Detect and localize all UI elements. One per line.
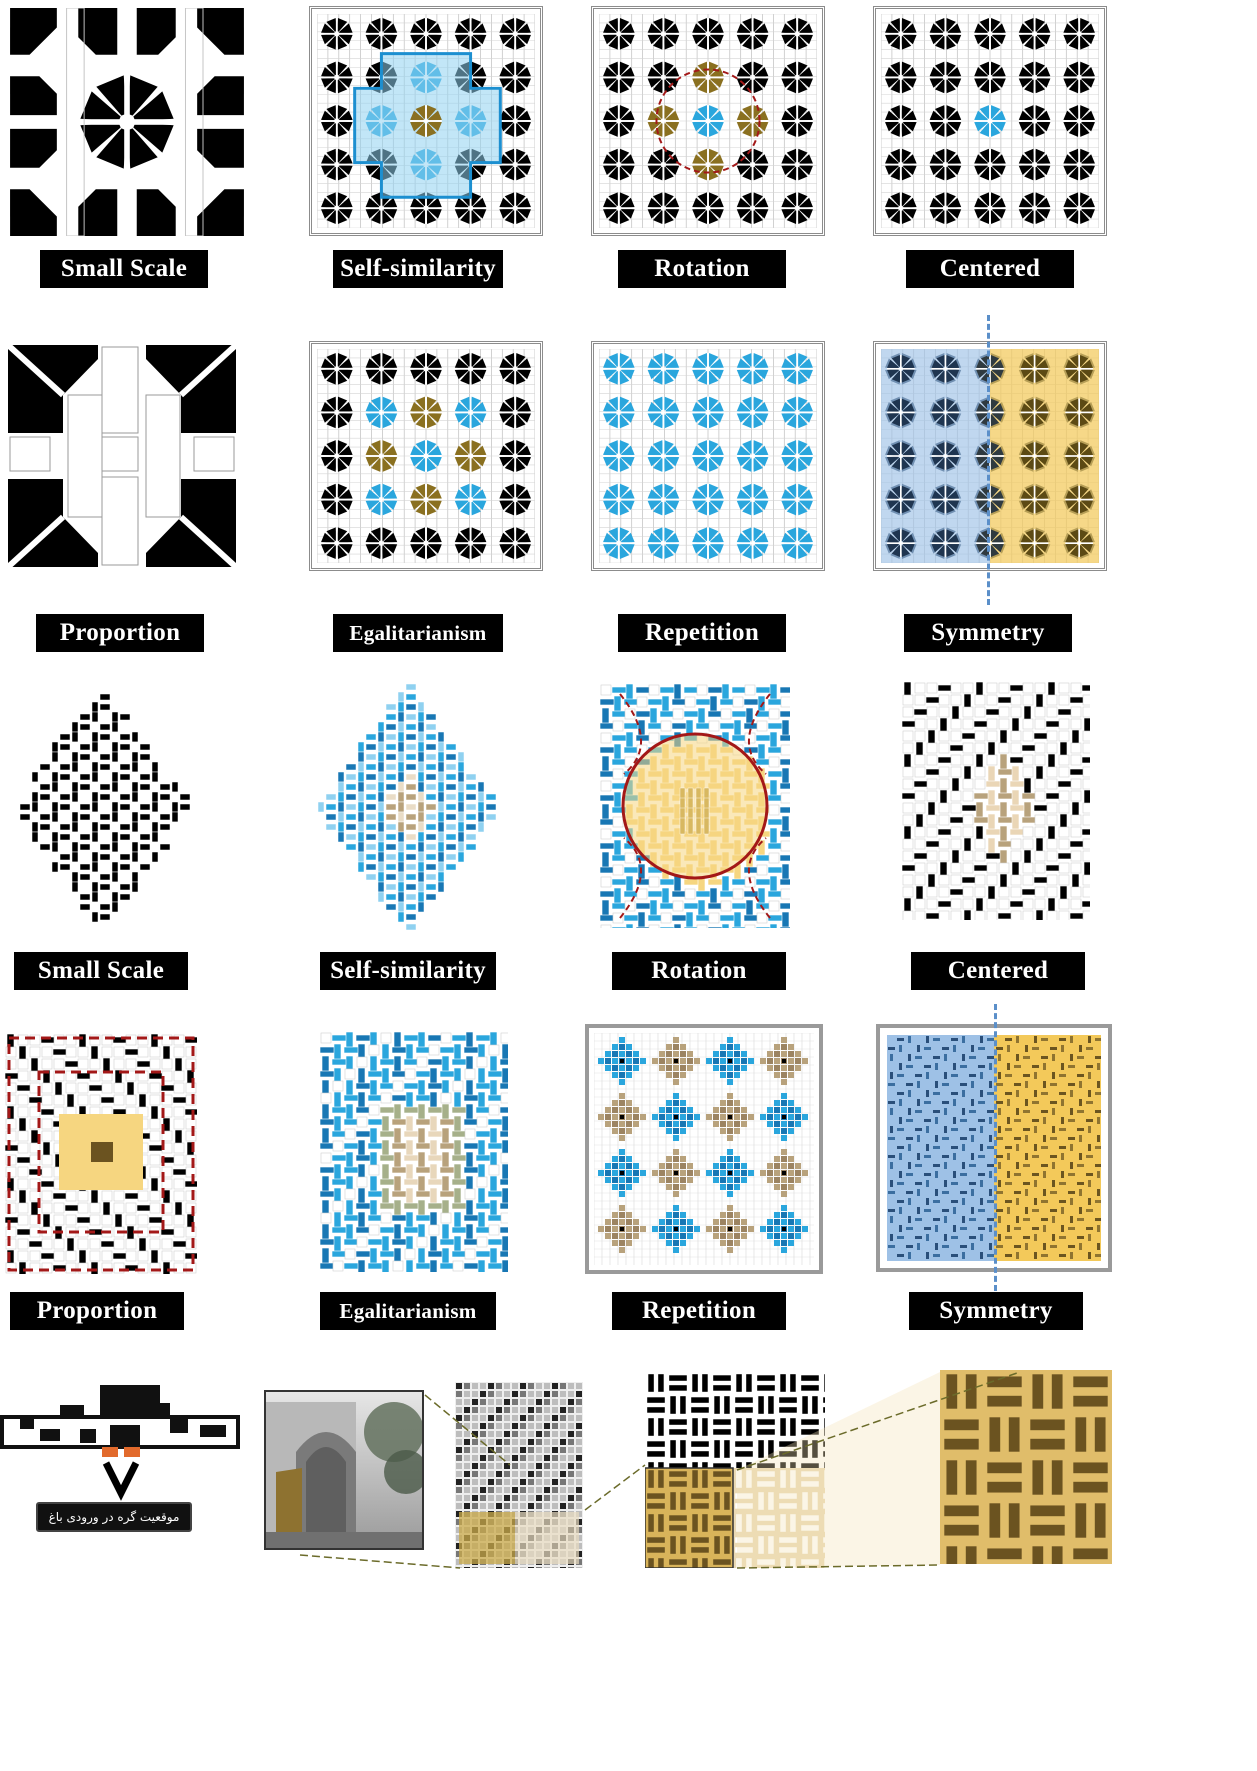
label-centered: Centered: [906, 250, 1074, 288]
label-small-scale: Small Scale: [40, 250, 208, 288]
proportion-weave-tile: [5, 1034, 197, 1274]
label-small-scale-2: Small Scale: [14, 952, 188, 990]
symmetry-axis: [987, 315, 990, 605]
screen-pattern-overview: [455, 1382, 583, 1568]
symmetry-axis-2: [994, 1004, 997, 1300]
screen-pattern-detail: [645, 1372, 825, 1568]
label-rotation-2: Rotation: [612, 952, 786, 990]
label-repetition-2: Repetition: [612, 1292, 786, 1330]
label-repetition: Repetition: [618, 614, 786, 652]
label-centered-2: Centered: [911, 952, 1085, 990]
small-scale-diamond-tile: [10, 682, 194, 934]
label-self-similarity-2: Self-similarity: [320, 952, 496, 990]
entrance-photo: [264, 1390, 424, 1550]
small-scale-star-tile: [10, 8, 244, 236]
self-similarity-diamond-tile: [316, 682, 500, 934]
rotation-weave-pattern: [600, 684, 790, 928]
screen-pattern-zoom: [940, 1370, 1112, 1564]
self-similarity-star-pattern: [309, 6, 543, 236]
label-self-similarity: Self-similarity: [333, 250, 503, 288]
centered-weave-pattern: [902, 682, 1090, 920]
label-egalitarianism-2: Egalitarianism: [320, 1292, 496, 1330]
label-symmetry: Symmetry: [904, 614, 1072, 652]
egalitarianism-weave-tile: [320, 1032, 508, 1272]
rotation-star-pattern: [591, 6, 825, 236]
repetition-weave-pattern: [585, 1024, 823, 1274]
label-symmetry-2: Symmetry: [909, 1292, 1083, 1330]
repetition-star-pattern: [591, 341, 825, 571]
label-proportion: Proportion: [36, 614, 204, 652]
location-caption: موقعیت گره در ورودی باغ: [36, 1502, 192, 1532]
label-egalitarianism: Egalitarianism: [333, 614, 503, 652]
symmetry-star-pattern: [873, 341, 1107, 571]
label-proportion-2: Proportion: [10, 1292, 184, 1330]
centered-star-pattern: [873, 6, 1107, 236]
egalitarianism-star-pattern: [309, 341, 543, 571]
proportion-tile: [8, 345, 236, 567]
label-rotation: Rotation: [618, 250, 786, 288]
